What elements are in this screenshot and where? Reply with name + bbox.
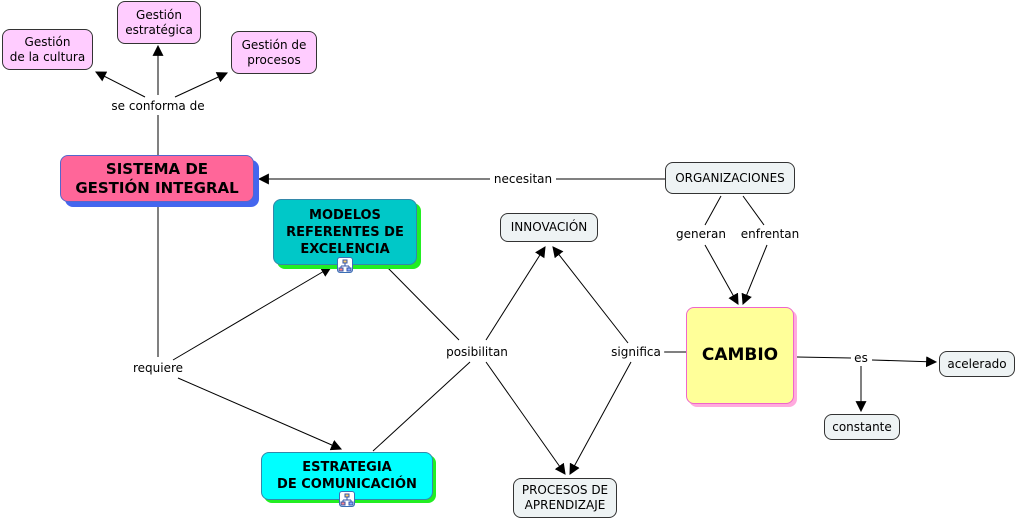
- line-conforma-procesos: [174, 72, 228, 98]
- line-modelos-posibilitan: [385, 265, 460, 341]
- concept-gestion-procesos[interactable]: Gestión de procesos: [231, 31, 317, 74]
- concept-constante[interactable]: constante: [824, 414, 900, 440]
- line-requiere-estrategia: [177, 377, 343, 451]
- line-estrategia-posibilitan: [372, 361, 471, 452]
- link-es[interactable]: es: [851, 351, 871, 365]
- line-cambio-es: [796, 356, 852, 359]
- line-conforma-cultura: [95, 71, 146, 98]
- concept-innovacion[interactable]: INNOVACIÓN: [500, 213, 598, 242]
- line-posibilitan-innovacion: [485, 246, 546, 341]
- submap-icon[interactable]: [339, 491, 355, 507]
- concept-gestion-cultura[interactable]: Gestión de la cultura: [2, 29, 93, 70]
- line-significa-innovacion: [552, 246, 629, 344]
- line-org-generan: [704, 195, 722, 226]
- concept-acelerado[interactable]: acelerado: [939, 351, 1015, 377]
- line-org-enfrentan: [742, 195, 765, 226]
- submap-icon[interactable]: [337, 257, 353, 273]
- concept-modelos-referentes[interactable]: MODELOS REFERENTES DE EXCELENCIA: [273, 199, 417, 265]
- line-es-acelerado: [871, 356, 938, 368]
- link-necesitan[interactable]: necesitan: [490, 172, 556, 186]
- link-se-conforma-de[interactable]: se conforma de: [108, 99, 208, 113]
- concept-gestion-estrategica[interactable]: Gestión estratégica: [117, 1, 201, 44]
- line-significa-aprendizaje: [569, 361, 632, 475]
- link-posibilitan[interactable]: posibilitan: [443, 345, 511, 359]
- line-requiere-modelos: [172, 266, 332, 361]
- link-generan[interactable]: generan: [673, 227, 729, 241]
- concept-procesos-aprendizaje[interactable]: PROCESOS DE APRENDIZAJE: [513, 478, 617, 518]
- line-posibilitan-aprendizaje: [485, 361, 566, 475]
- line-enfrentan-cambio: [741, 244, 768, 306]
- link-enfrentan[interactable]: enfrentan: [737, 227, 803, 241]
- line-generan-cambio: [704, 244, 739, 305]
- link-significa[interactable]: significa: [608, 345, 664, 359]
- concept-sistema-gestion-integral[interactable]: SISTEMA DE GESTIÓN INTEGRAL: [60, 155, 254, 202]
- concept-cambio[interactable]: CAMBIO: [686, 307, 794, 404]
- link-requiere[interactable]: requiere: [129, 361, 187, 375]
- concept-organizaciones[interactable]: ORGANIZACIONES: [665, 162, 795, 194]
